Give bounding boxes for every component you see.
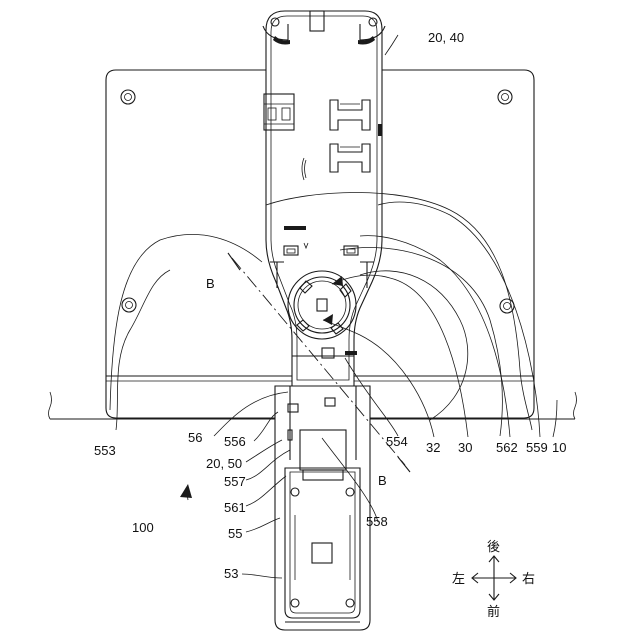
- label-ring-inner: 30: [458, 440, 472, 455]
- label-lower-frame: 561: [224, 500, 246, 515]
- label-floor: 10: [552, 440, 566, 455]
- plate-screw-top-right: [498, 90, 512, 104]
- plate-screw-top-left: [121, 90, 135, 104]
- plate-screw-mid-right: [500, 299, 514, 313]
- lower-case: [275, 386, 370, 630]
- plate-screw-mid-left: [122, 298, 136, 312]
- label-direction-front: 前: [487, 604, 500, 620]
- label-section-bottom: B: [378, 473, 387, 488]
- label-ring-outer: 32: [426, 440, 440, 455]
- label-boss: 554: [386, 434, 408, 449]
- label-right-curve-a: 562: [496, 440, 518, 455]
- label-arm: 20, 50: [206, 456, 242, 471]
- label-direction-right: 右: [522, 572, 535, 587]
- label-mid-tab: 557: [224, 474, 246, 489]
- label-panel: 53: [224, 566, 238, 581]
- mount-arm: [263, 11, 385, 386]
- label-assembly: 100: [132, 520, 154, 535]
- label-direction-left: 左: [452, 572, 465, 587]
- label-clip: 556: [224, 434, 246, 449]
- label-left-curve: 553: [94, 443, 116, 458]
- label-window: 558: [366, 514, 388, 529]
- label-right-curve-b: 559: [526, 440, 548, 455]
- label-plate: 20, 40: [428, 30, 464, 45]
- label-section-top: B: [206, 276, 215, 291]
- direction-compass: [472, 556, 516, 600]
- label-case: 55: [228, 526, 242, 541]
- label-direction-back: 後: [487, 540, 500, 555]
- label-bracket: 56: [188, 430, 202, 445]
